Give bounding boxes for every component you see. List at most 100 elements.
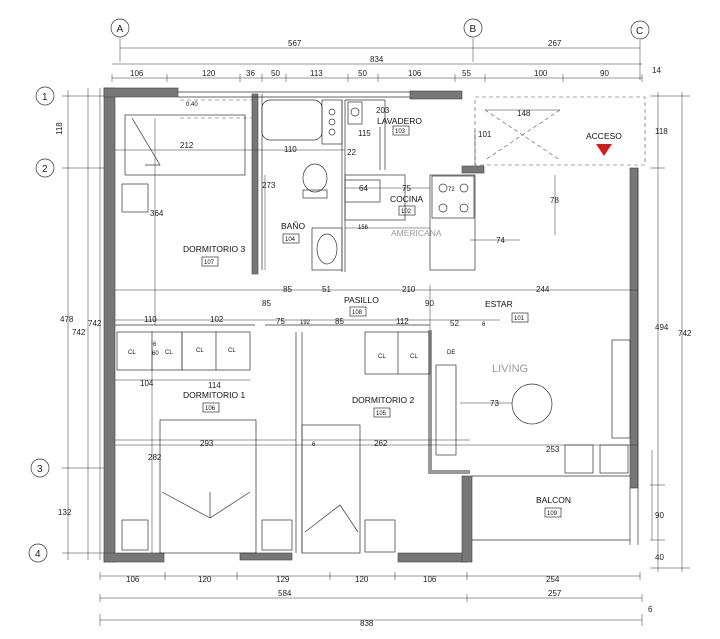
dim-85b: 85 xyxy=(262,299,271,308)
grid-bubble-3 xyxy=(30,458,50,478)
grid-label-3: 3 xyxy=(37,464,43,475)
grid-label-1: 1 xyxy=(42,92,48,103)
dim-right-40: 40 xyxy=(655,553,664,562)
room-number-103: 103 xyxy=(395,129,406,135)
grid-label-2: 2 xyxy=(42,164,48,175)
dim-left-118: 118 xyxy=(55,122,64,135)
dim-73: 73 xyxy=(490,399,499,408)
room-number-109: 109 xyxy=(547,511,558,517)
right-dimensions: 118 494 90 40 742 xyxy=(650,92,692,572)
dim-left-742b: 742 xyxy=(88,319,102,328)
wall-top-left xyxy=(103,87,179,98)
dim-bottom-584: 584 xyxy=(278,589,292,598)
bottom-ticks xyxy=(99,572,641,580)
sofa-icon xyxy=(435,364,457,456)
dim-top-100: 100 xyxy=(534,69,548,78)
grid-bubble-b xyxy=(463,18,483,38)
wall-bath-left xyxy=(251,93,259,275)
dim-bottom-120: 120 xyxy=(198,575,212,584)
dim-90a: 90 xyxy=(425,299,434,308)
dim-top-55: 55 xyxy=(462,69,471,78)
bottom-dimensions: 106 120 129 120 106 254 584 257 6 838 xyxy=(99,572,653,628)
grid-row-markers: 1 2 3 4 xyxy=(28,86,55,563)
dim-left-742a: 742 xyxy=(72,328,86,337)
room-estar: ESTAR xyxy=(485,299,513,309)
closet-label-4: CL xyxy=(228,348,236,354)
de-label: DE xyxy=(447,350,455,356)
grid-bubble-1 xyxy=(35,86,55,106)
dim-267: 267 xyxy=(548,39,562,48)
dim-top-106: 106 xyxy=(130,69,144,78)
top-dimensions: 567 267 834 106 120 36 50 113 50 106 55 … xyxy=(111,38,661,82)
dim-156: 156 xyxy=(358,225,369,231)
grid-bubble-2 xyxy=(35,158,55,178)
closet-dorm2 xyxy=(364,331,431,375)
dim-75b: 75 xyxy=(276,317,285,326)
grid-bubble-a xyxy=(110,18,130,38)
grid-label-c: C xyxy=(636,26,643,37)
room-lavadero: LAVADERO xyxy=(377,116,422,126)
dim-834: 834 xyxy=(370,55,384,64)
access-arrow-icon xyxy=(596,144,612,156)
dim-64: 64 xyxy=(359,184,368,193)
toilet-icon xyxy=(302,163,328,193)
dim-top-50: 50 xyxy=(271,69,280,78)
grid-bubble-4 xyxy=(28,543,48,563)
dim-22: 22 xyxy=(347,148,356,157)
dim-148: 148 xyxy=(517,109,531,118)
dim-101: 101 xyxy=(478,130,492,139)
dim-bottom-106b: 106 xyxy=(423,575,437,584)
wall-bed2-right xyxy=(461,475,473,563)
dim-top-113: 113 xyxy=(310,69,323,78)
dim-114: 114 xyxy=(208,381,221,390)
dim-bottom-106: 106 xyxy=(126,575,140,584)
grid-label-a: A xyxy=(117,24,124,35)
nightstand-3 xyxy=(121,183,149,213)
dim-253: 253 xyxy=(546,445,560,454)
dim-75a: 75 xyxy=(402,184,411,193)
bed-dormitorio-2 xyxy=(301,424,361,554)
grid-bubble-c xyxy=(630,20,650,40)
room-dormitorio-1: DORMITORIO 1 xyxy=(183,390,245,400)
interior-dimension-lines xyxy=(115,109,653,553)
room-number-108: 108 xyxy=(352,310,363,316)
wall-left xyxy=(103,87,116,563)
dim-top-120: 120 xyxy=(202,69,216,78)
wall-bottom-right xyxy=(397,552,469,563)
closet-label-6: CL xyxy=(410,354,418,360)
wall-bottom-mid xyxy=(239,552,293,561)
dim-right-494: 494 xyxy=(655,323,669,332)
dim-293: 293 xyxy=(200,439,214,448)
grid-label-b: B xyxy=(470,24,477,35)
left-dimensions: 118 478 132 742 742 xyxy=(55,88,110,560)
dim-104: 104 xyxy=(140,379,154,388)
closet-label-2: CL xyxy=(165,350,173,356)
dim-040: 0.40 xyxy=(186,102,198,108)
dim-bottom-129: 129 xyxy=(276,575,290,584)
interior-lines xyxy=(115,91,646,553)
dim-right-90: 90 xyxy=(655,511,664,520)
sink-icon xyxy=(311,227,343,271)
dim-51: 51 xyxy=(322,285,331,294)
dim-192: 192 xyxy=(300,320,311,326)
wall-kitchen xyxy=(461,165,485,174)
dim-85c: 85 xyxy=(335,317,344,326)
room-number-101: 101 xyxy=(514,316,525,322)
room-bano: BAÑO xyxy=(281,221,305,231)
dim-6b: 6 xyxy=(153,342,157,348)
dim-85a: 85 xyxy=(283,285,292,294)
closet-label-3: CL xyxy=(196,348,204,354)
dim-74: 74 xyxy=(496,236,505,245)
room-dormitorio-2: DORMITORIO 2 xyxy=(352,395,414,405)
grid-label-4: 4 xyxy=(35,549,41,560)
grid-column-markers: A B C xyxy=(110,18,650,40)
dim-6c: 6 xyxy=(312,442,316,448)
dim-bottom-257: 257 xyxy=(548,589,562,598)
bed-dormitorio-1 xyxy=(159,419,257,554)
wall-top-mid xyxy=(409,90,463,100)
dim-244: 244 xyxy=(536,285,550,294)
dim-110: 110 xyxy=(284,145,297,154)
dim-top-36: 36 xyxy=(246,69,255,78)
dim-right-742: 742 xyxy=(678,329,692,338)
room-labels: LAVADERO 103 COCINA 102 AMERICANA BAÑO 1… xyxy=(183,116,571,518)
